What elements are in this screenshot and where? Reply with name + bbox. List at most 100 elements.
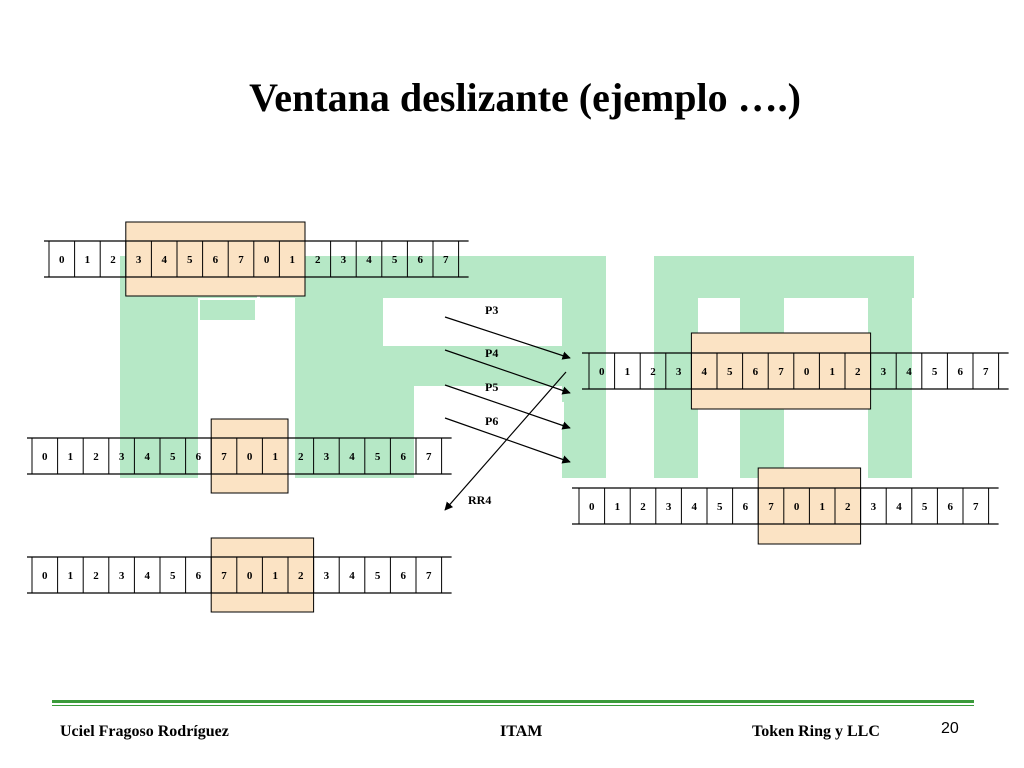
sender-strip-2-cell-5: 5 (170, 451, 176, 463)
receiver-strip-2-cell-2: 2 (640, 501, 646, 513)
sender-strip-2-cell-2: 2 (93, 451, 99, 463)
sender-strip-1-cell-2: 2 (110, 254, 116, 266)
sender-strip-3-cell-5: 5 (170, 570, 176, 582)
sender-strip-1-cell-8: 0 (264, 254, 270, 266)
page-number: 20 (941, 720, 959, 737)
sender-strip-1-cell-3: 3 (136, 254, 142, 266)
sender-strip-1-cell-7: 7 (238, 254, 244, 266)
receiver-strip-1-cell-11: 3 (881, 366, 887, 378)
sender-strip-3-cell-0: 0 (42, 570, 48, 582)
sender-strip-2-cell-8: 0 (247, 451, 253, 463)
sender-strip-1-cell-10: 2 (315, 254, 321, 266)
receiver-strip-2-cell-3: 3 (666, 501, 672, 513)
sender-strip-2-cell-0: 0 (42, 451, 48, 463)
receiver-strip-2-cell-6: 6 (743, 501, 749, 513)
sender-strip-1-window (125, 221, 306, 297)
sender-strip-1-cell-9: 1 (289, 254, 295, 266)
receiver-strip-1-cell-9: 1 (829, 366, 835, 378)
receiver-strip-2-cell-15: 7 (973, 501, 979, 513)
footer-line-thin (52, 705, 974, 706)
frame-label-p6: P6 (485, 414, 498, 428)
sender-strip-3-cell-13: 5 (375, 570, 381, 582)
sender-strip-2-window (210, 418, 289, 494)
frame-label-p4: P4 (485, 346, 498, 360)
sender-strip-3-cell-4: 4 (144, 570, 150, 582)
sender-strip-2-cell-1: 1 (68, 451, 74, 463)
slide-title: Ventana deslizante (ejemplo ….) (249, 75, 801, 120)
receiver-strip-2-cell-5: 5 (717, 501, 723, 513)
ack-label: RR4 (468, 493, 491, 507)
sender-strip-3-cell-7: 7 (221, 570, 227, 582)
sender-strip-2: 0 1 2 3 4 5 6 7 0 1 2 3 4 5 6 7 (27, 418, 452, 494)
frame-label-p5: P5 (485, 380, 498, 394)
sender-strip-2-cell-10: 2 (298, 451, 304, 463)
receiver-strip-2-cell-4: 4 (691, 501, 697, 513)
sender-strip-1-cell-12: 4 (366, 254, 372, 266)
sender-strip-2-cell-11: 3 (324, 451, 330, 463)
receiver-strip-1-cell-10: 2 (855, 366, 861, 378)
frame-arrow-p5 (444, 384, 571, 430)
receiver-strip-2-cell-7: 7 (768, 501, 774, 513)
sender-strip-1-cell-11: 3 (341, 254, 347, 266)
receiver-strip-1-cell-4: 4 (701, 366, 707, 378)
sender-strip-3-cell-12: 4 (349, 570, 355, 582)
receiver-strip-1-cell-5: 5 (727, 366, 733, 378)
receiver-strip-2-cell-12: 4 (896, 501, 902, 513)
receiver-strip-1-cell-6: 6 (753, 366, 759, 378)
receiver-strip-1-cell-15: 7 (983, 366, 989, 378)
sender-strip-2-cell-15: 7 (426, 451, 432, 463)
receiver-strip-1-cell-2: 2 (650, 366, 656, 378)
receiver-strip-2-cell-8: 0 (794, 501, 800, 513)
footer-institution: ITAM (500, 723, 543, 740)
sender-strip-2-cell-3: 3 (119, 451, 125, 463)
footer-topic: Token Ring y LLC (752, 723, 880, 740)
sender-strip-3-cell-10: 2 (298, 570, 304, 582)
frame-arrow-p3 (444, 316, 571, 360)
sender-strip-2-cell-9: 1 (272, 451, 278, 463)
receiver-strip-2-cell-0: 0 (589, 501, 595, 513)
receiver-strip-1-cell-7: 7 (778, 366, 784, 378)
sender-strip-3: 0 1 2 3 4 5 6 7 0 1 2 3 4 5 6 7 (27, 537, 452, 613)
receiver-strip-1-cell-1: 1 (625, 366, 631, 378)
sender-strip-3-cell-3: 3 (119, 570, 125, 582)
ack-arrow (444, 371, 567, 511)
sender-strip-3-cell-1: 1 (68, 570, 74, 582)
receiver-strip-1-cell-12: 4 (906, 366, 912, 378)
sender-strip-3-cell-15: 7 (426, 570, 432, 582)
sender-strip-3-cell-2: 2 (93, 570, 99, 582)
frame-arrow-p4 (444, 349, 571, 395)
sender-strip-3-cell-9: 1 (272, 570, 278, 582)
sender-strip-1-cell-5: 5 (187, 254, 193, 266)
sender-strip-1-cell-15: 7 (443, 254, 449, 266)
receiver-strip-1-cell-0: 0 (599, 366, 605, 378)
receiver-strip-1-cell-8: 0 (804, 366, 810, 378)
sender-strip-3-cell-14: 6 (400, 570, 406, 582)
sender-strip-2-cell-7: 7 (221, 451, 227, 463)
sender-strip-1-cell-13: 5 (392, 254, 398, 266)
sender-strip-3-cell-6: 6 (196, 570, 202, 582)
receiver-strip-1-cell-14: 6 (957, 366, 963, 378)
sender-strip-1-cell-6: 6 (213, 254, 219, 266)
receiver-strip-2-cell-1: 1 (615, 501, 621, 513)
sender-strip-2-cell-6: 6 (196, 451, 202, 463)
frame-arrow-p6 (444, 417, 571, 464)
sender-strip-1-cell-1: 1 (85, 254, 91, 266)
footer-line (52, 700, 974, 703)
receiver-strip-2-cell-10: 2 (845, 501, 851, 513)
footer-author: Uciel Fragoso Rodríguez (60, 723, 229, 740)
receiver-strip-1-cell-13: 5 (932, 366, 938, 378)
receiver-strip-2-cell-11: 3 (871, 501, 877, 513)
sender-strip-2-cell-12: 4 (349, 451, 355, 463)
receiver-strip-2-cell-9: 1 (819, 501, 825, 513)
frame-label-p3: P3 (485, 303, 498, 317)
receiver-strip-2-cell-13: 5 (922, 501, 928, 513)
sender-strip-2-cell-13: 5 (375, 451, 381, 463)
sender-strip-2-cell-4: 4 (144, 451, 150, 463)
sender-strip-3-cell-11: 3 (324, 570, 330, 582)
sender-strip-2-cell-14: 6 (400, 451, 406, 463)
sender-strip-3-cell-8: 0 (247, 570, 253, 582)
